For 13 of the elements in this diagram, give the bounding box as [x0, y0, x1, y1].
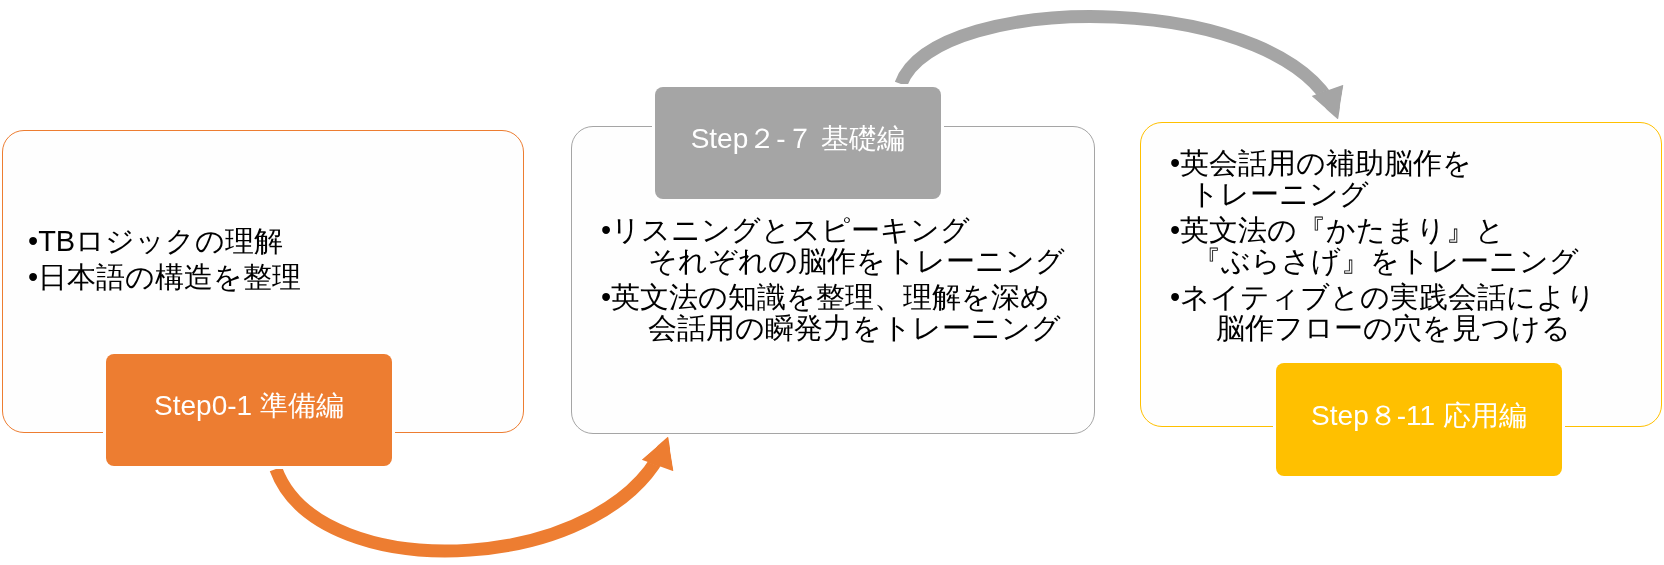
- step-banner: [106, 354, 392, 466]
- bullet-text: •英文法の知識を整理、理解を深め会話用の瞬発力をトレーニング: [601, 282, 1062, 344]
- bullet-text: •英文法の『かたまり』と『ぶらさげ』をトレーニング: [1170, 215, 1580, 277]
- step-title: Step0-1 準備編: [154, 389, 344, 423]
- bullet-text: •日本語の構造を整理: [28, 262, 303, 293]
- bullet-text: •英会話用の補助脳作をトレーニング: [1170, 148, 1474, 210]
- step-banner: [655, 87, 941, 199]
- step-title: Step８-11 応用編: [1311, 398, 1527, 433]
- bullet-text: •TBロジックの理解: [28, 226, 285, 257]
- step-banner: [1276, 363, 1562, 476]
- bullet-text: •ネイティブとの実践会話により脳作フローの穴を見つける: [1170, 282, 1598, 344]
- step-title: Step２-７ 基礎編: [690, 122, 906, 156]
- bullet-text: •リスニングとスピーキングそれぞれの脳作をトレーニング: [601, 215, 1066, 277]
